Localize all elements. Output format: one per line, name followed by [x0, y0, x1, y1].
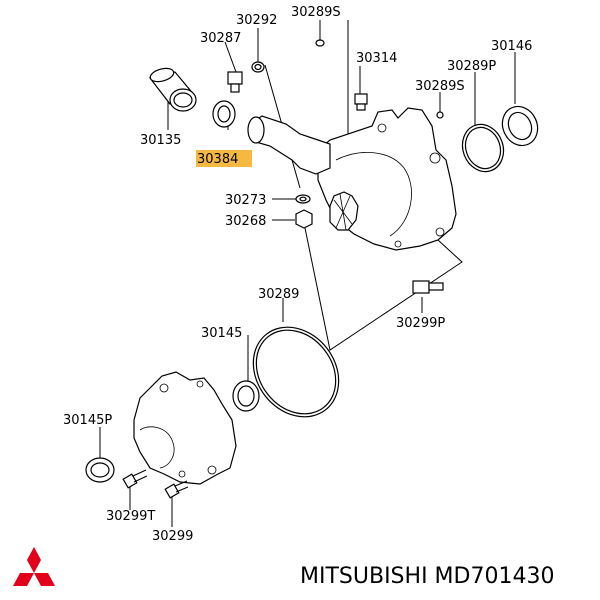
- label-30145[interactable]: 30145: [201, 326, 242, 341]
- seal-30145p-inner: [90, 462, 110, 478]
- label-30384[interactable]: 30384: [197, 152, 238, 167]
- label-30146[interactable]: 30146: [491, 39, 532, 54]
- inlet-pipe: [247, 115, 331, 175]
- label-30289s-right[interactable]: 30289S: [415, 79, 465, 94]
- part-labels: 30289S 30292 30287 30314 30146 30289P 30…: [63, 5, 532, 544]
- label-30145p[interactable]: 30145P: [63, 413, 112, 428]
- o-ring-30289p-inner: [464, 126, 502, 170]
- impeller: [329, 191, 359, 231]
- label-30299t[interactable]: 30299T: [106, 509, 155, 524]
- o-ring-30289s-top: [315, 39, 325, 47]
- gasket-30289-inner: [255, 329, 337, 415]
- label-30314[interactable]: 30314: [356, 51, 397, 66]
- bolt-30299: [164, 480, 189, 499]
- o-ring-30289s-right: [436, 111, 444, 119]
- label-30289s-top[interactable]: 30289S: [291, 5, 341, 20]
- label-30268[interactable]: 30268: [225, 214, 266, 229]
- bolt-30287: [227, 71, 243, 93]
- label-30289[interactable]: 30289: [258, 287, 299, 302]
- bolt-30299p: [412, 280, 444, 294]
- highlight-30384: [196, 150, 252, 167]
- plug-30314: [354, 93, 368, 111]
- label-30135[interactable]: 30135: [140, 133, 181, 148]
- lower-cover: [133, 371, 237, 485]
- label-30299p[interactable]: 30299P: [396, 316, 445, 331]
- label-30289p[interactable]: 30289P: [447, 59, 496, 74]
- label-30287[interactable]: 30287: [200, 31, 241, 46]
- nut-30268: [295, 209, 313, 229]
- mitsubishi-logo: [13, 547, 55, 586]
- label-30292[interactable]: 30292: [236, 13, 277, 28]
- label-30273[interactable]: 30273: [225, 193, 266, 208]
- washer-30273-hole: [299, 196, 307, 202]
- label-30299[interactable]: 30299: [152, 529, 193, 544]
- seal-30145-inner: [237, 385, 255, 407]
- brand-part-number: MITSUBISHI MD701430: [300, 564, 554, 589]
- bolt-30299t: [122, 469, 148, 489]
- washer-30292-hole: [254, 63, 262, 71]
- oil-seal-30384-inner: [217, 105, 231, 123]
- sleeve-30135: [148, 67, 197, 112]
- seal-30146-inner: [507, 111, 533, 141]
